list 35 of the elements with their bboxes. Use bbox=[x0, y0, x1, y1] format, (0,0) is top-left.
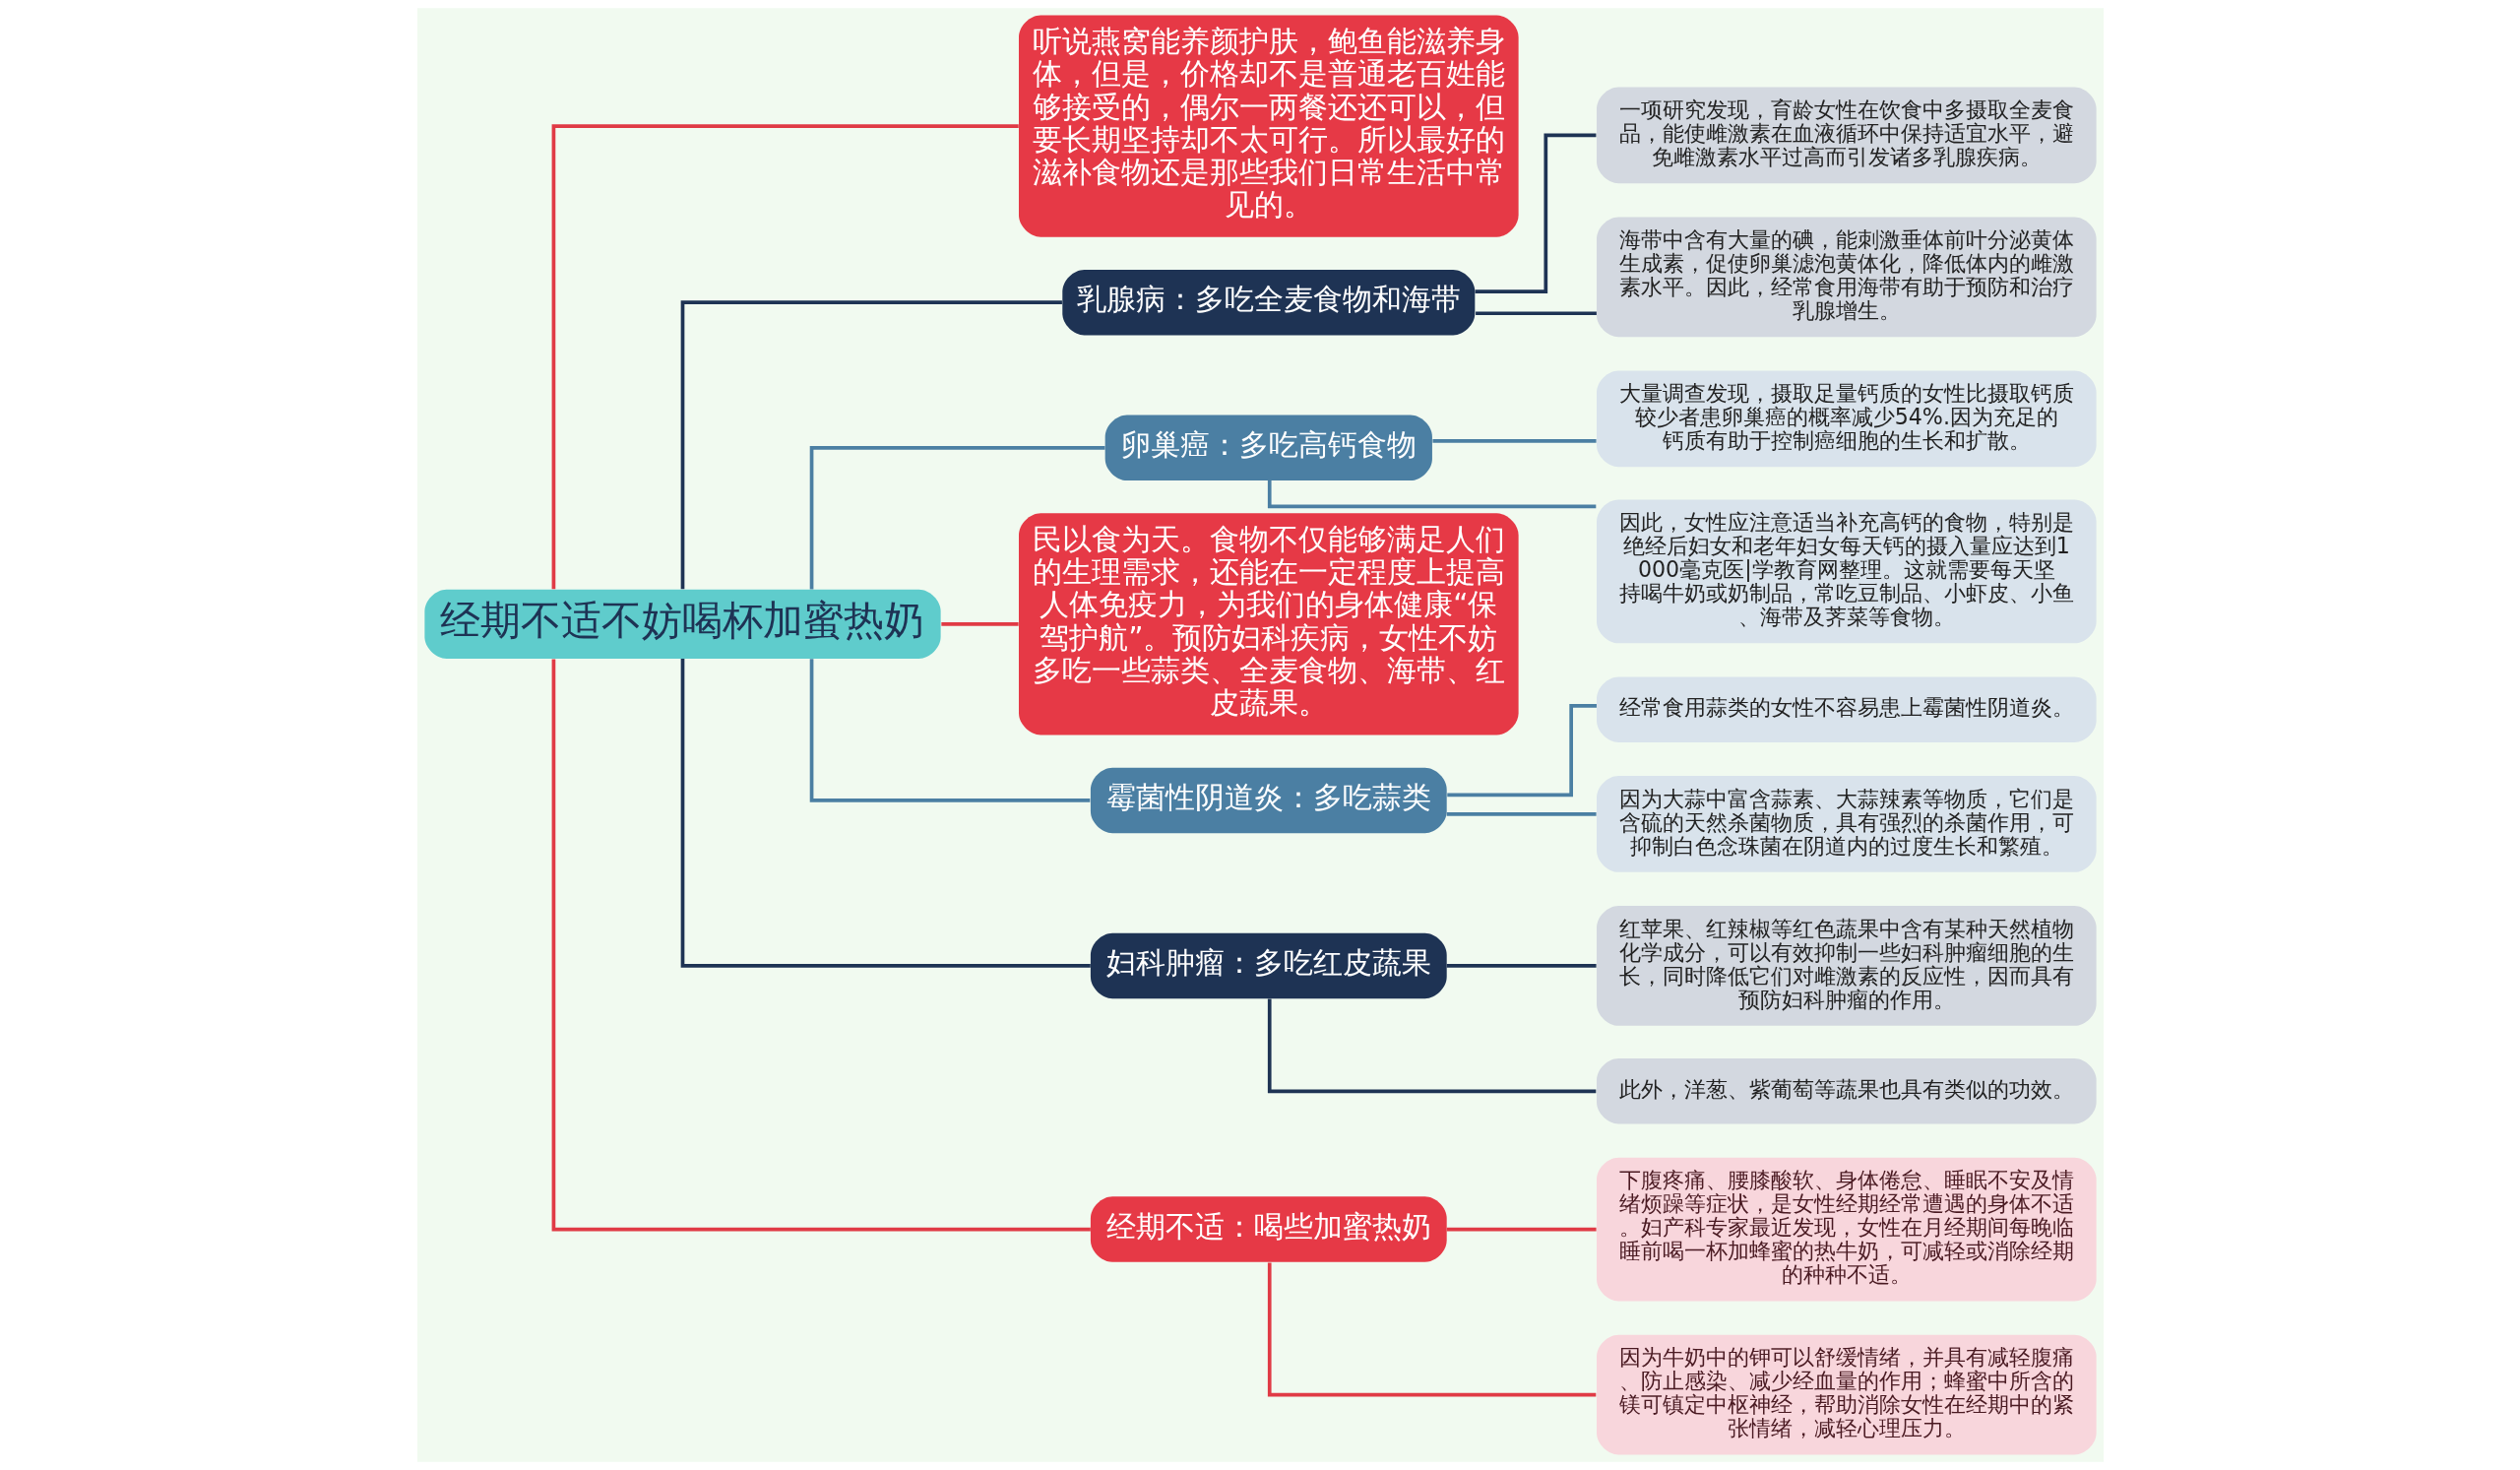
node-box: 民以食为天。食物不仅能够满足人们的生理需求，还能在一定程度上提高人体免疫力，为我们的身体健康“保驾护航”。预防妇科疾病，女性不妨多吃一些蒜类、全麦食物、海带、红皮蔬果。 bbox=[1018, 513, 1519, 735]
connector bbox=[809, 659, 1090, 802]
connector bbox=[680, 659, 1091, 968]
connector bbox=[1446, 704, 1597, 798]
connector bbox=[551, 124, 1019, 590]
node-box: 一项研究发现，育龄女性在饮食中多摄取全麦食品，能使雌激素在血液循环中保持适宜水平，避免雌激素水平过高而引发诸多乳腺疾病。 bbox=[1596, 87, 2097, 184]
node-box: 此外，洋葱、紫葡萄等蔬果也具有类似的功效。 bbox=[1596, 1058, 2097, 1124]
connector bbox=[1446, 964, 1597, 968]
node-box: 因为大蒜中富含蒜素、大蒜辣素等物质，它们是含硫的天然杀菌物质，具有强烈的杀菌作用，可抑制白色念珠菌在阴道内的过度生长和繁殖。 bbox=[1596, 776, 2097, 872]
connector bbox=[1267, 480, 1596, 509]
node-box: 乳腺病：多吃全麦食物和海带 bbox=[1061, 269, 1475, 336]
connector bbox=[1267, 998, 1596, 1094]
node-box: 海带中含有大量的碘，能刺激垂体前叶分泌黄体生成素，促使卵巢滤泡黄体化，降低体内的雌激素水平。因此，经常食用海带有助于预防和治疗乳腺增生。 bbox=[1596, 217, 2097, 338]
connector bbox=[1446, 811, 1597, 816]
node-box: 因为牛奶中的钾可以舒缓情绪，并具有减轻腹痛、防止感染、减少经血量的作用；蜂蜜中所含的镁可镇定中枢神经，帮助消除女性在经期中的紧张情绪，减轻心理压力。 bbox=[1596, 1334, 2097, 1455]
connector bbox=[1475, 311, 1597, 316]
connector bbox=[1446, 1227, 1597, 1232]
node-box: 经期不适：喝些加蜜热奶 bbox=[1090, 1196, 1447, 1262]
node-box: 下腹疼痛、腰膝酸软、身体倦怠、睡眠不安及情绪烦躁等症状，是女性经期经常遭遇的身体不适。妇产科专家最近发现，女性在月经期间每晚临睡前喝一杯加蜂蜜的热牛奶，可减轻或消除经期的种种不适。 bbox=[1596, 1157, 2097, 1302]
connector bbox=[1431, 439, 1597, 443]
node-box: 妇科肿瘤：多吃红皮蔬果 bbox=[1090, 932, 1447, 999]
connector bbox=[809, 446, 1104, 590]
node-box: 红苹果、红辣椒等红色蔬果中含有某种天然植物化学成分，可以有效抑制一些妇科肿瘤细胞的生长，同时降低它们对雌激素的反应性，因而具有预防妇科肿瘤的作用。 bbox=[1596, 906, 2097, 1026]
node-box: 卵巢癌：多吃高钙食物 bbox=[1104, 415, 1432, 481]
node-box: 经常食用蒜类的女性不容易患上霉菌性阴道炎。 bbox=[1596, 676, 2097, 742]
connector bbox=[940, 622, 1019, 626]
connector bbox=[1267, 1262, 1596, 1397]
connector bbox=[551, 659, 1091, 1232]
node-box: 大量调查发现，摄取足量钙质的女性比摄取钙质较少者患卵巢癌的概率减少54%.因为充足的钙质有助于控制癌细胞的生长和扩散。 bbox=[1596, 370, 2097, 468]
node-box: 经期不适不妨喝杯加蜜热奶 bbox=[423, 589, 941, 659]
node-box: 霉菌性阴道炎：多吃蒜类 bbox=[1090, 767, 1447, 834]
node-box: 因此，女性应注意适当补充高钙的食物，特别是绝经后妇女和老年妇女每天钙的摄入量应达到1000毫克医|学教育网整理。这就需要每天坚持喝牛奶或奶制品，常吃豆制品、小虾皮、小鱼、海带及荠菜等食物。 bbox=[1596, 499, 2097, 644]
connector bbox=[680, 300, 1062, 590]
connector bbox=[1475, 133, 1596, 293]
node-box: 听说燕窝能养颜护肤，鲍鱼能滋养身体，但是，价格却不是普通老百姓能够接受的，偶尔一两餐还还可以，但要长期坚持却不太可行。所以最好的滋补食物还是那些我们日常生活中常见的。 bbox=[1018, 15, 1519, 237]
